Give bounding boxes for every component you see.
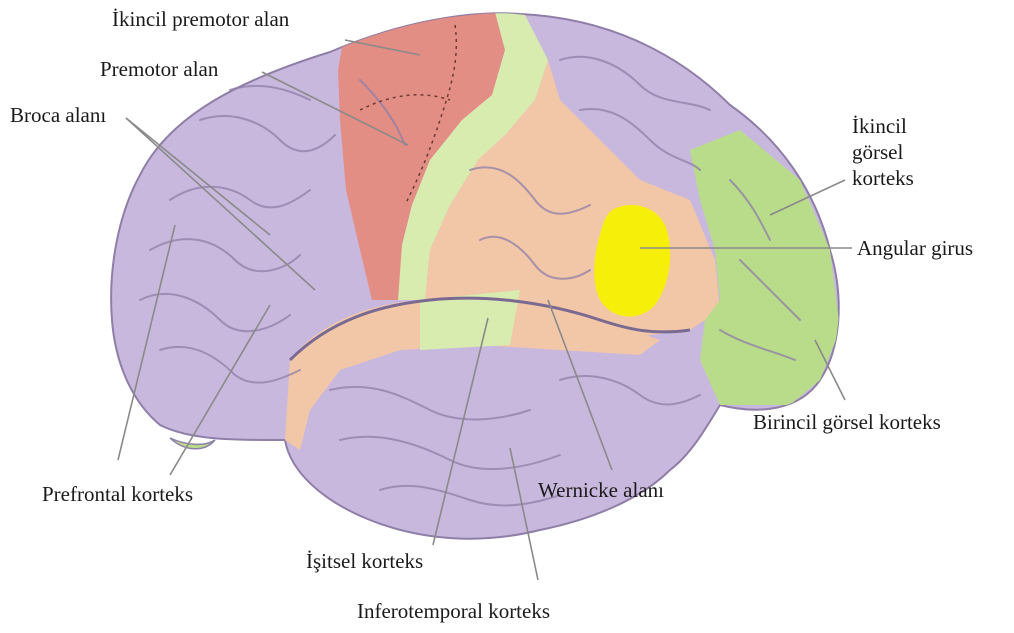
label-auditory: İşitsel korteks [306,548,423,574]
label-prefrontal: Prefrontal korteks [42,481,193,507]
label-premotor: Premotor alan [100,56,218,82]
label-angular-gyrus: Angular girus [857,235,973,261]
brain [111,12,840,539]
label-secondary-premotor: İkincil premotor alan [112,6,289,32]
label-primary-visual: Birincil görsel korteks [753,409,941,435]
label-secondary-visual-line2: görsel [852,139,914,165]
label-secondary-visual-line1: İkincil [852,113,914,139]
label-wernicke: Wernicke alanı [538,477,664,503]
cerebellum-edge [170,438,215,449]
label-secondary-visual: İkincil görsel korteks [852,113,914,191]
label-inferotemporal: Inferotemporal korteks [357,598,550,624]
label-broca: Broca alanı [10,102,106,128]
label-secondary-visual-line3: korteks [852,165,914,191]
